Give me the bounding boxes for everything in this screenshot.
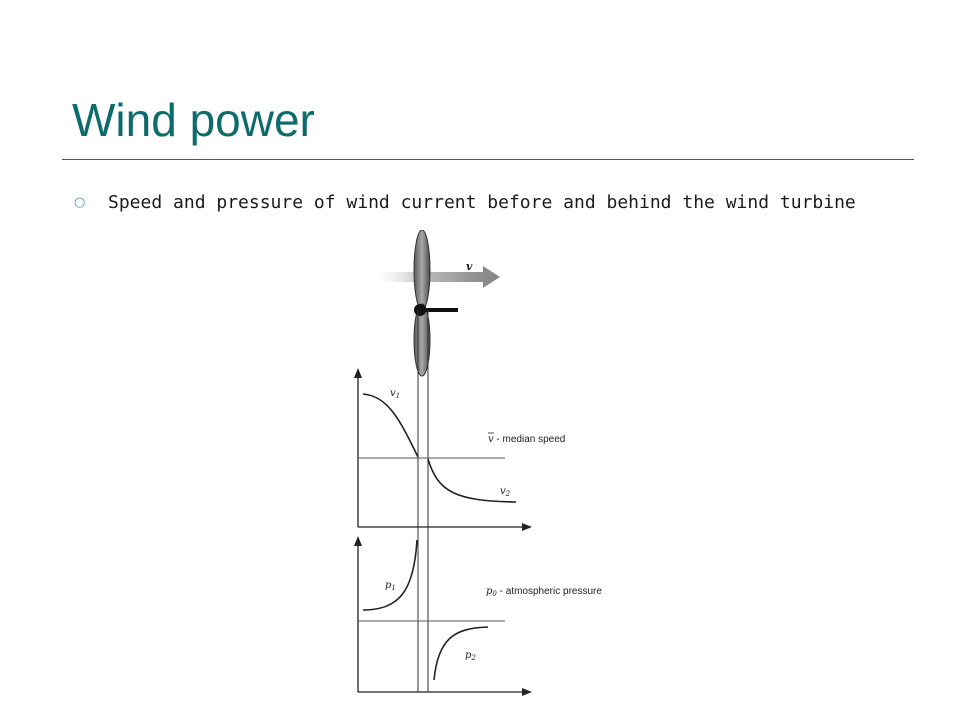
p1-label: p1 [385, 580, 396, 592]
atmospheric-pressure-label: p0 - atmospheric pressure [486, 586, 602, 598]
pressure-graph [354, 536, 532, 696]
bullet-text: Speed and pressure of wind current befor… [108, 192, 856, 213]
wind-turbine-diagram: v v1 [354, 230, 602, 696]
v2-label: v2 [500, 486, 511, 498]
title-divider [62, 159, 914, 160]
speed-graph [354, 368, 532, 531]
p2-curve [433, 626, 489, 681]
v1-label: v1 [390, 388, 400, 400]
p2-label: p2 [465, 650, 476, 662]
bullet-item: ○ Speed and pressure of wind current bef… [74, 190, 856, 216]
v1-curve [362, 393, 419, 458]
median-speed-label: v - median speed [488, 434, 565, 445]
v2-curve [427, 458, 517, 503]
turbine-hub [414, 304, 458, 316]
p1-curve [362, 539, 418, 611]
circle-bullet-icon: ○ [74, 195, 86, 210]
flow-speed-label: v [466, 260, 473, 273]
wind-flow-arrow [370, 266, 500, 288]
slide-title: Wind power [72, 94, 315, 146]
